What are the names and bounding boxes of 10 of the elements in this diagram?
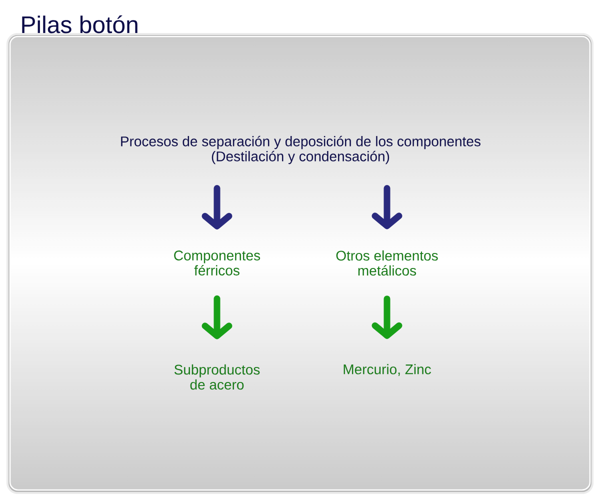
process-label: Procesos de separación y deposición de los componentes (Destilación y condensación) [121,136,480,164]
result-label: Mercurio, Zinc [344,364,431,376]
result-label: Otros elementos metálicos [336,250,438,276]
arrow [372,185,402,230]
arrow [372,296,402,339]
title: Pilas botón [22,15,138,34]
result-label: Componentes férricos [174,250,260,276]
arrow [202,295,232,340]
result-label: Subproductos de acero [174,364,260,390]
arrow [202,185,232,230]
